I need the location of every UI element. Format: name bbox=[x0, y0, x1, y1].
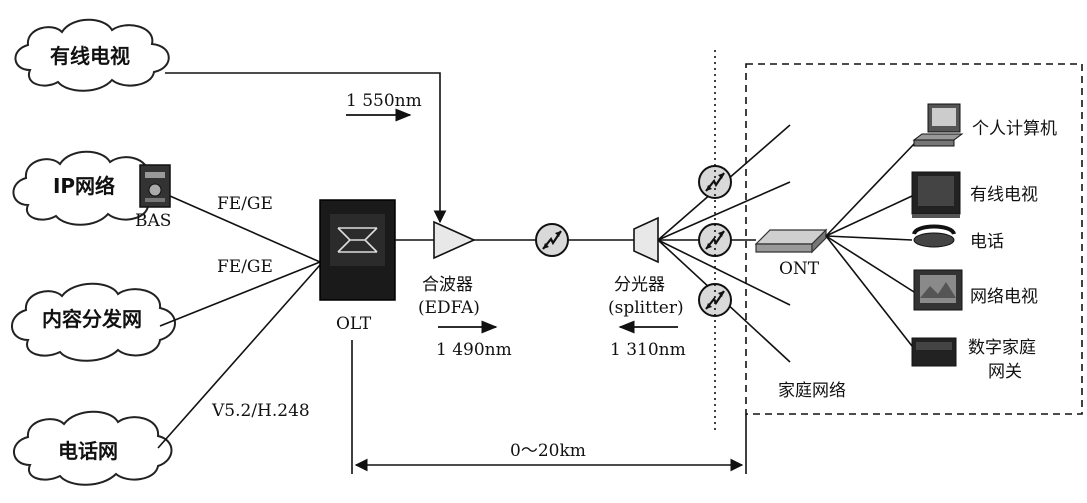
phone-line bbox=[157, 264, 321, 449]
catv-network-cloud: 有线电视 bbox=[14, 18, 170, 92]
bas-label: BAS bbox=[135, 211, 171, 231]
uplink-lines bbox=[157, 72, 447, 449]
catv-line bbox=[165, 72, 447, 224]
cdn-link-label: FE/GE bbox=[217, 257, 273, 277]
home-network-box bbox=[745, 63, 1083, 415]
ont-fanout-lines bbox=[825, 143, 915, 347]
phone-network-cloud: 电话网 bbox=[13, 410, 173, 486]
olt-label: OLT bbox=[336, 314, 372, 334]
cdn-network-label: 内容分发网 bbox=[42, 307, 142, 331]
ip-line bbox=[169, 195, 321, 263]
pc-label: 个人计算机 bbox=[972, 119, 1057, 139]
home-gateway-label-1: 数字家庭 bbox=[968, 338, 1036, 358]
phone-label: 电话 bbox=[970, 232, 1004, 252]
home-network-label: 家庭网络 bbox=[778, 381, 846, 401]
iptv-label: 网络电视 bbox=[970, 287, 1038, 307]
phone-link-label: V5.2/H.248 bbox=[211, 401, 310, 421]
olt-device bbox=[319, 199, 396, 301]
iptv-icon bbox=[913, 269, 963, 311]
wavelength-1550-label: 1 550nm bbox=[346, 91, 422, 111]
splitter-label: 分光器 bbox=[614, 275, 665, 295]
combiner-sub-label: (EDFA) bbox=[418, 298, 480, 318]
tv-icon bbox=[911, 171, 961, 218]
cdn-line bbox=[159, 261, 321, 327]
ip-network-label: IP网络 bbox=[53, 174, 115, 198]
phone-icon bbox=[912, 224, 956, 248]
branch-coupler-icon-2 bbox=[697, 222, 733, 258]
tv-label: 有线电视 bbox=[970, 185, 1038, 205]
combiner-edfa-icon bbox=[433, 220, 476, 260]
cdn-network-cloud: 内容分发网 bbox=[11, 282, 176, 362]
distance-label: 0～20km bbox=[510, 441, 586, 461]
wavelength-1310-label: 1 310nm bbox=[610, 340, 686, 360]
feeder-coupler-icon bbox=[534, 222, 570, 258]
combiner-label: 合波器 bbox=[422, 275, 473, 295]
ip-link-label: FE/GE bbox=[217, 194, 273, 214]
wavelength-1490-label: 1 490nm bbox=[436, 340, 512, 360]
splitter-icon bbox=[633, 216, 659, 264]
pc-icon bbox=[912, 103, 964, 147]
branch-coupler-icon-3 bbox=[697, 282, 733, 318]
phone-network-label: 电话网 bbox=[58, 439, 118, 463]
home-gateway-label-2: 网关 bbox=[988, 362, 1022, 382]
ont-device-icon bbox=[754, 228, 828, 254]
bas-server-icon bbox=[139, 164, 171, 208]
catv-network-label: 有线电视 bbox=[50, 44, 130, 68]
ont-label: ONT bbox=[779, 259, 820, 279]
splitter-sub-label: (splitter) bbox=[608, 298, 684, 318]
home-gateway-icon bbox=[911, 337, 957, 367]
